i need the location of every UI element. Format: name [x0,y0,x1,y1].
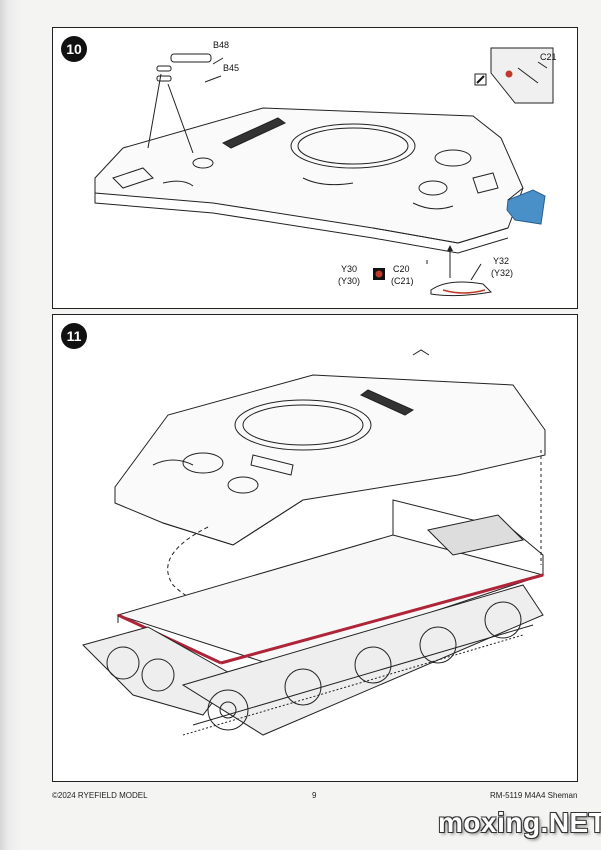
label-c21: C21 [540,52,557,62]
hull-assembly-drawing [82,349,546,736]
hull-top-drawing [94,47,554,297]
label-b48: B48 [213,40,230,50]
label-b45: B45 [223,63,240,73]
step-number: 10 [61,36,87,62]
step-11-panel: 11 [52,314,578,782]
footer-model: RM-5119 M4A4 Sheman [490,791,578,800]
label-y32: Y32 [493,256,510,266]
step-number: 11 [61,323,87,349]
label-c20: C20 [393,264,410,274]
label-y30: Y30 [341,264,358,274]
footer-copyright: ©2024 RYEFIELD MODEL [52,791,148,800]
step-10-panel: 10 [52,27,578,309]
footer-page-number: 9 [312,791,317,800]
binding-edge [0,0,22,850]
label-y32-alt: (Y32) [491,268,514,278]
label-y30-alt: (Y30) [338,276,361,286]
watermark: moxing.NET [438,807,601,838]
label-c21-alt: (C21) [391,276,414,286]
